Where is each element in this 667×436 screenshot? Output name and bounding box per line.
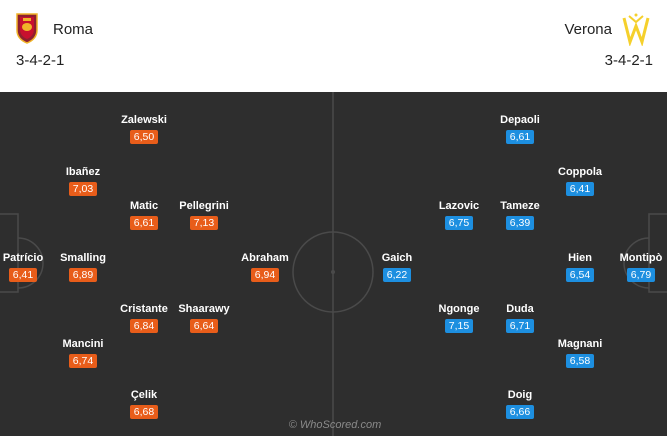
- player-name: Magnani: [557, 338, 603, 350]
- player-name: Abraham: [241, 252, 289, 264]
- player-name: Patrício: [2, 252, 44, 264]
- player-name: Smalling: [60, 252, 106, 264]
- pitch-lines: [0, 92, 667, 436]
- player-name: Ibañez: [65, 166, 101, 178]
- player-name: Pellegrini: [179, 200, 229, 212]
- home-player-smalling[interactable]: Smalling 6,89: [43, 252, 123, 283]
- player-name: Matic: [129, 200, 159, 212]
- player-name: Cristante: [120, 303, 168, 315]
- away-player-gaich[interactable]: Gaich 6,22: [357, 252, 437, 283]
- player-name: Mancini: [62, 338, 104, 350]
- away-player-magnani[interactable]: Magnani 6,58: [540, 338, 620, 369]
- player-rating: 6,66: [505, 405, 535, 419]
- away-player-lazovic[interactable]: Lazovic 6,75: [419, 200, 499, 231]
- player-rating: 6,41: [8, 268, 38, 282]
- player-rating: 7,03: [68, 182, 98, 196]
- away-player-coppola[interactable]: Coppola 6,41: [540, 166, 620, 197]
- match-header: Roma 3-4-2-1 Verona 3-4-2-1: [0, 0, 667, 92]
- player-name: Zalewski: [121, 114, 167, 126]
- player-rating: 6,50: [129, 130, 159, 144]
- roma-crest-icon: [15, 12, 39, 44]
- player-name: Montipò: [619, 252, 663, 264]
- player-name: Gaich: [381, 252, 413, 264]
- away-player-doig[interactable]: Doig 6,66: [480, 389, 560, 420]
- home-team-name: Roma: [53, 21, 94, 38]
- home-player-matic[interactable]: Matic 6,61: [104, 200, 184, 231]
- player-name: Doig: [507, 389, 533, 401]
- player-rating: 7,15: [444, 319, 474, 333]
- home-player-ibanez[interactable]: Ibañez 7,03: [43, 166, 123, 197]
- player-rating: 6,22: [382, 268, 412, 282]
- player-rating: 6,61: [505, 130, 535, 144]
- player-name: Coppola: [558, 166, 602, 178]
- player-rating: 6,84: [129, 319, 159, 333]
- player-rating: 7,13: [189, 216, 219, 230]
- player-rating: 6,71: [505, 319, 535, 333]
- home-player-shaarawy[interactable]: Shaarawy 6,64: [164, 303, 244, 334]
- player-name: Lazovic: [438, 200, 480, 212]
- home-player-patricio[interactable]: Patrício 6,41: [0, 252, 63, 283]
- player-rating: 6,64: [189, 319, 219, 333]
- player-rating: 6,61: [129, 216, 159, 230]
- away-team-name: Verona: [564, 21, 612, 38]
- player-rating: 6,75: [444, 216, 474, 230]
- player-rating: 6,68: [129, 405, 159, 419]
- home-player-cristante[interactable]: Cristante 6,84: [104, 303, 184, 334]
- home-player-mancini[interactable]: Mancini 6,74: [43, 338, 123, 369]
- home-player-zalewski[interactable]: Zalewski 6,50: [104, 114, 184, 145]
- player-rating: 6,54: [565, 268, 595, 282]
- home-player-celik[interactable]: Çelik 6,68: [104, 389, 184, 420]
- home-player-abraham[interactable]: Abraham 6,94: [225, 252, 305, 283]
- away-player-depaoli[interactable]: Depaoli 6,61: [480, 114, 560, 145]
- whoscored-watermark: © WhoScored.com: [288, 419, 382, 431]
- player-rating: 6,94: [250, 268, 280, 282]
- player-name: Depaoli: [500, 114, 540, 126]
- away-player-montipo[interactable]: Montipò 6,79: [601, 252, 667, 283]
- player-name: Shaarawy: [178, 303, 230, 315]
- player-name: Tameze: [500, 200, 540, 212]
- away-player-ngonge[interactable]: Ngonge 7,15: [419, 303, 499, 334]
- player-rating: 6,89: [68, 268, 98, 282]
- player-rating: 6,74: [68, 354, 98, 368]
- player-name: Ngonge: [438, 303, 480, 315]
- home-formation: 3-4-2-1: [16, 52, 65, 69]
- away-player-tameze[interactable]: Tameze 6,39: [480, 200, 560, 231]
- home-player-pellegrini[interactable]: Pellegrini 7,13: [164, 200, 244, 231]
- away-formation: 3-4-2-1: [604, 52, 653, 69]
- player-name: Çelik: [130, 389, 158, 401]
- verona-crest-icon: [620, 12, 652, 48]
- player-name: Duda: [506, 303, 534, 315]
- player-rating: 6,79: [626, 268, 656, 282]
- player-rating: 6,41: [565, 182, 595, 196]
- player-rating: 6,39: [505, 216, 535, 230]
- player-rating: 6,58: [565, 354, 595, 368]
- player-name: Hien: [568, 252, 592, 264]
- away-player-duda[interactable]: Duda 6,71: [480, 303, 560, 334]
- away-player-hien[interactable]: Hien 6,54: [540, 252, 620, 283]
- pitch: Patrício 6,41 Ibañez 7,03 Smalling 6,89 …: [0, 92, 667, 436]
